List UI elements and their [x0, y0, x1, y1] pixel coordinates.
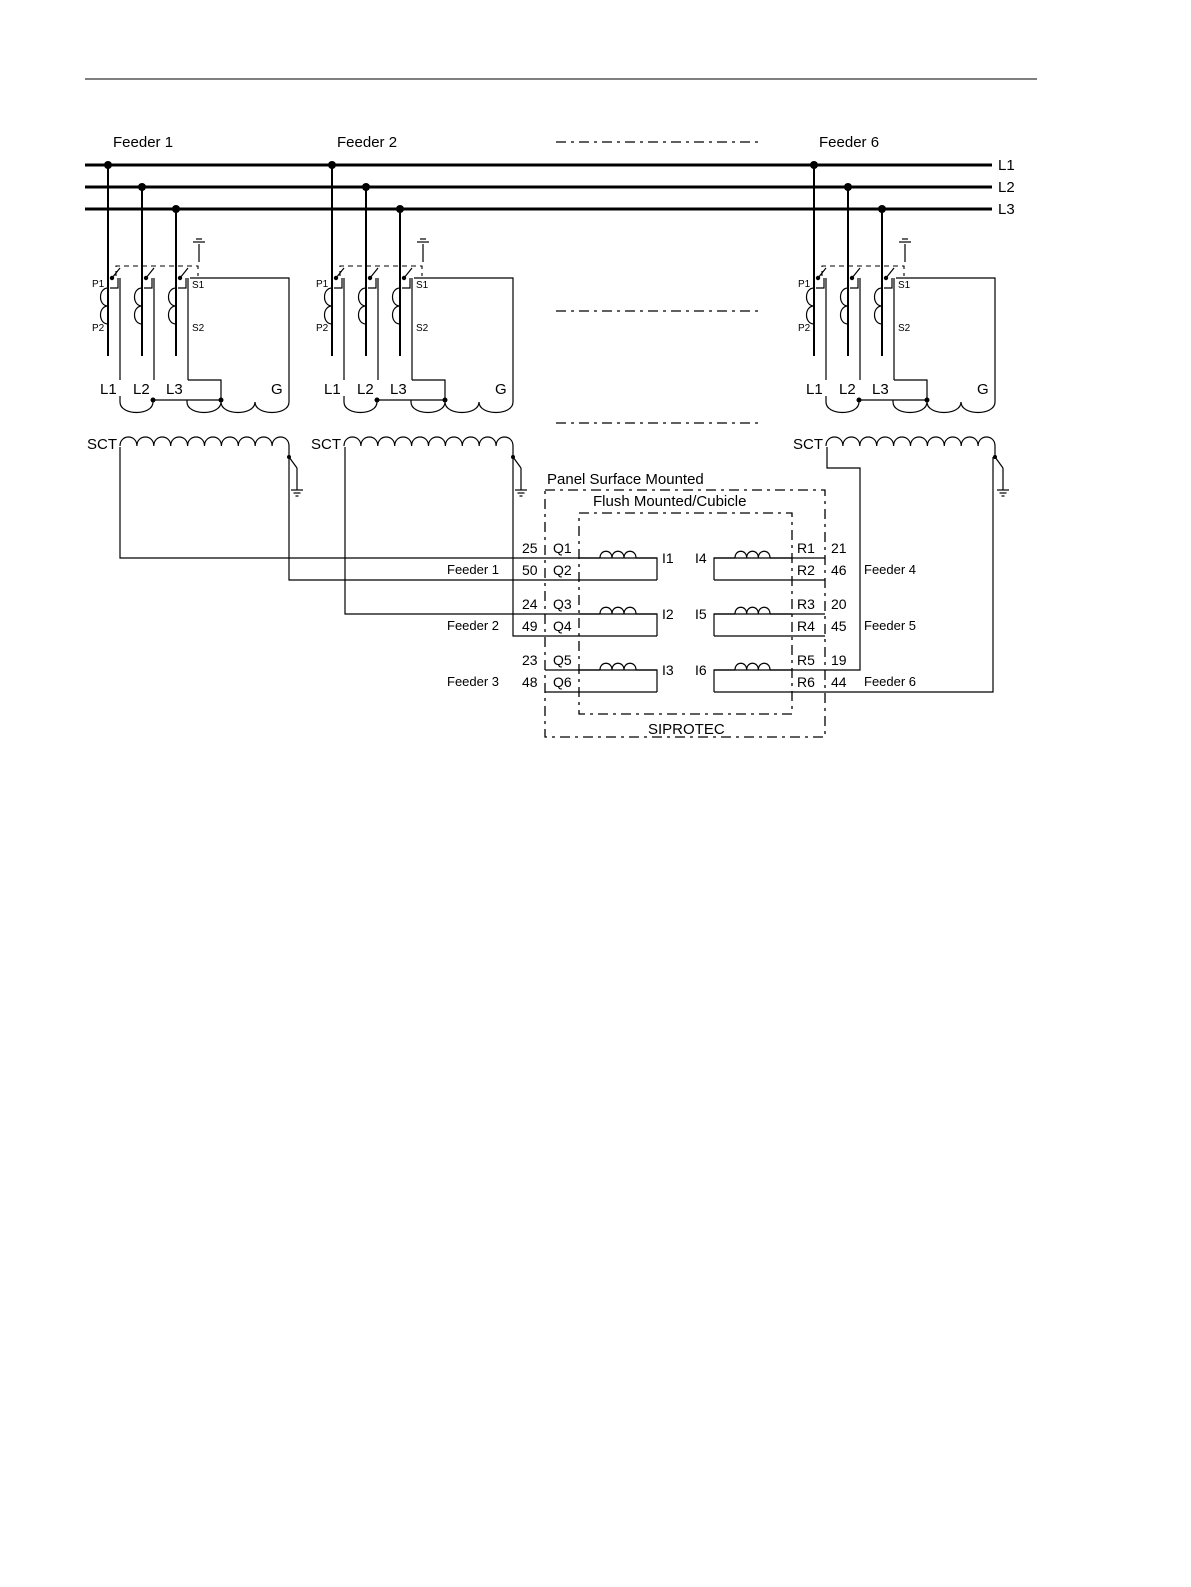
left-terminal-label: Q1 — [553, 540, 572, 556]
right-terminal-number: 20 — [831, 596, 847, 612]
right-terminal-label: R6 — [797, 674, 815, 690]
ct-label-p1: P1 — [798, 279, 811, 290]
right-terminal-number: 21 — [831, 540, 847, 556]
right-terminal-label: R5 — [797, 652, 815, 668]
right-terminal-label: R2 — [797, 562, 815, 578]
phase-label-l2: L2 — [839, 381, 856, 398]
sct-label: SCT — [87, 436, 117, 453]
right-terminal-label: R3 — [797, 596, 815, 612]
phase-label-l3: L3 — [872, 381, 889, 398]
input-label-left: I1 — [662, 550, 674, 566]
feeder-label-right: Feeder 5 — [864, 618, 916, 633]
input-label-right: I4 — [695, 550, 707, 566]
feeder-title-2: Feeder 2 — [337, 134, 397, 151]
feeder-label-right: Feeder 4 — [864, 562, 916, 577]
ct-label-p2: P2 — [92, 323, 105, 334]
ct-label-p1: P1 — [92, 279, 105, 290]
left-terminal-label: Q6 — [553, 674, 572, 690]
right-terminal-number: 46 — [831, 562, 847, 578]
input-label-left: I2 — [662, 606, 674, 622]
ct-label-s1: S1 — [416, 280, 429, 291]
flush-mounted-label: Flush Mounted/Cubicle — [593, 493, 746, 510]
sct-label: SCT — [793, 436, 823, 453]
left-terminal-number: 48 — [522, 674, 538, 690]
feeder-label-left: Feeder 3 — [447, 674, 499, 689]
left-terminal-number: 25 — [522, 540, 538, 556]
left-terminal-label: Q5 — [553, 652, 572, 668]
input-label-right: I6 — [695, 662, 707, 678]
phase-label-l2: L2 — [133, 381, 150, 398]
ct-label-p2: P2 — [316, 323, 329, 334]
siprotec-label: SIPROTEC — [648, 721, 725, 738]
bus-label-l2: L2 — [998, 179, 1015, 196]
left-terminal-label: Q2 — [553, 562, 572, 578]
right-terminal-number: 19 — [831, 652, 847, 668]
feeder-label-right: Feeder 6 — [864, 674, 916, 689]
ct-label-s2: S2 — [192, 323, 205, 334]
phase-label-l1: L1 — [100, 381, 117, 398]
phase-label-l3: L3 — [166, 381, 183, 398]
sct-wiring — [119, 447, 994, 693]
right-terminal-number: 45 — [831, 618, 847, 634]
input-label-right: I5 — [695, 606, 707, 622]
phase-label-l3: L3 — [390, 381, 407, 398]
right-terminal-label: R1 — [797, 540, 815, 556]
feeder-label-left: Feeder 1 — [447, 562, 499, 577]
left-terminal-label: Q4 — [553, 618, 572, 634]
panel-surface-enclosure — [544, 489, 826, 738]
feeder-title-6: Feeder 6 — [819, 134, 879, 151]
phase-label-l1: L1 — [324, 381, 341, 398]
phase-label-l2: L2 — [357, 381, 374, 398]
right-terminal-number: 44 — [831, 674, 847, 690]
ct-label-p1: P1 — [316, 279, 329, 290]
ct-label-s1: S1 — [192, 280, 205, 291]
sct-label: SCT — [311, 436, 341, 453]
phase-label-g: G — [977, 381, 989, 398]
left-terminal-label: Q3 — [553, 596, 572, 612]
phase-label-g: G — [495, 381, 507, 398]
bus-label-l3: L3 — [998, 201, 1015, 218]
panel-surface-label: Panel Surface Mounted — [547, 471, 704, 488]
phase-label-g: G — [271, 381, 283, 398]
ct-label-s2: S2 — [416, 323, 429, 334]
left-terminal-number: 49 — [522, 618, 538, 634]
feeder-title-1: Feeder 1 — [113, 134, 173, 151]
left-terminal-number: 24 — [522, 596, 538, 612]
ct-label-s1: S1 — [898, 280, 911, 291]
input-label-left: I3 — [662, 662, 674, 678]
left-terminal-number: 23 — [522, 652, 538, 668]
right-terminal-label: R4 — [797, 618, 815, 634]
ct-label-p2: P2 — [798, 323, 811, 334]
feeder-label-left: Feeder 2 — [447, 618, 499, 633]
ct-label-s2: S2 — [898, 323, 911, 334]
bus-label-l1: L1 — [998, 157, 1015, 174]
left-terminal-number: 50 — [522, 562, 538, 578]
phase-label-l1: L1 — [806, 381, 823, 398]
